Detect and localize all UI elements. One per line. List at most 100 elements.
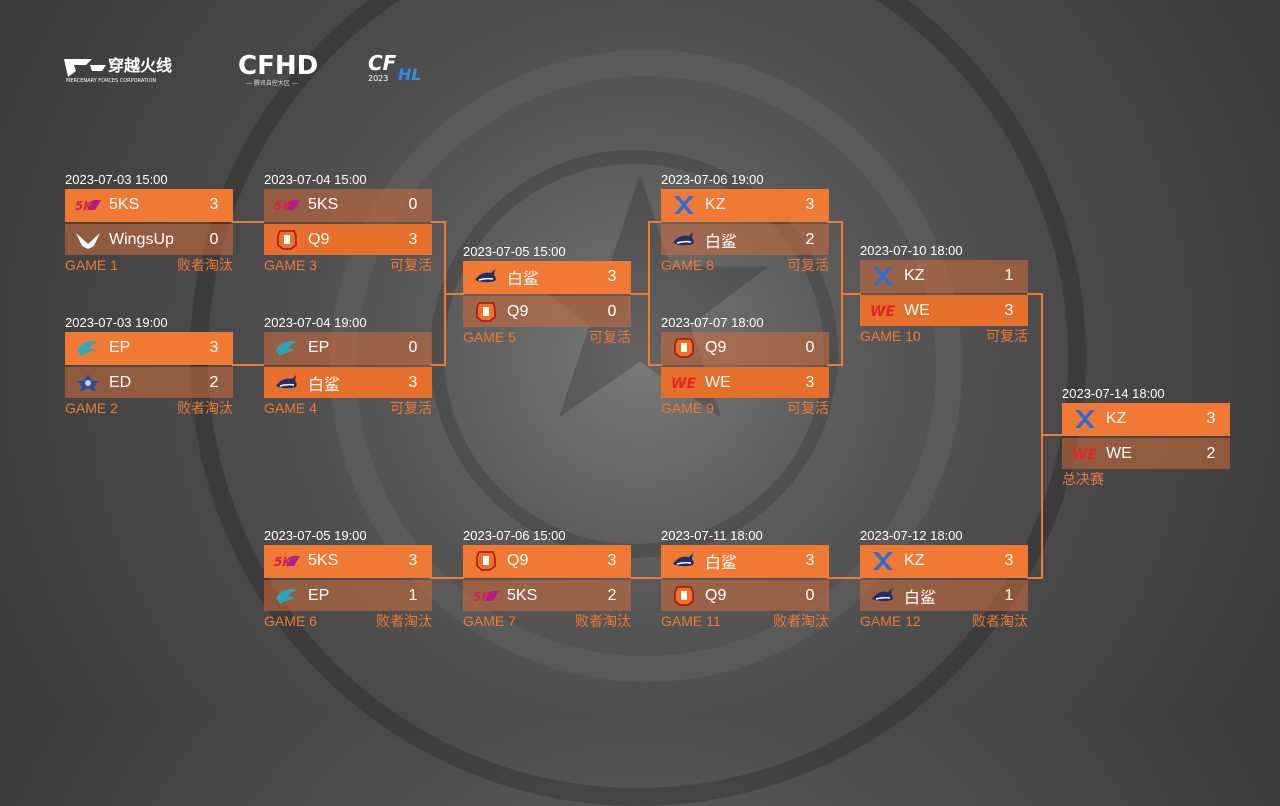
- team-row[interactable]: 5K 5KS 2: [463, 580, 631, 611]
- loser-status: 可复活: [986, 328, 1028, 344]
- team-logo-icon: [671, 551, 697, 571]
- team-name: 白鲨: [904, 589, 937, 607]
- connector-line: [648, 221, 662, 223]
- loser-status: 可复活: [390, 257, 432, 273]
- match-footer: GAME 2 败者淘汰: [65, 399, 233, 417]
- logo1-sub: MERCENARY FORCES CORPORATION: [66, 78, 156, 84]
- loser-status: 败者淘汰: [972, 613, 1028, 629]
- team-row[interactable]: KZ 3: [661, 189, 829, 222]
- team-row[interactable]: Q9 0: [661, 332, 829, 365]
- team-logo-icon: WE: [1072, 444, 1098, 464]
- match-card-game-2[interactable]: 2023-07-03 19:00 EP 3 ED 2 GAME 2 败者淘汰: [65, 315, 233, 417]
- match-date: 2023-07-04 19:00: [264, 315, 367, 330]
- team-row[interactable]: KZ 3: [860, 545, 1028, 578]
- team-score: 0: [805, 586, 815, 604]
- game-label: GAME 7: [463, 613, 516, 629]
- team-score: 3: [607, 267, 617, 285]
- team-logo-icon: [870, 551, 896, 571]
- team-logo-icon: [473, 267, 499, 287]
- team-row[interactable]: Q9 3: [264, 224, 432, 255]
- team-row[interactable]: ED 2: [65, 367, 233, 398]
- team-row[interactable]: WE WE 3: [661, 367, 829, 398]
- connector-line: [1027, 577, 1043, 579]
- team-row[interactable]: 5K 5KS 3: [264, 545, 432, 578]
- loser-status: 可复活: [589, 329, 631, 345]
- loser-status: 可复活: [787, 257, 829, 273]
- team-score: 3: [607, 551, 617, 569]
- team-row[interactable]: KZ 3: [1062, 403, 1230, 436]
- match-card-game-7[interactable]: 2023-07-06 15:00 Q9 3 5K 5KS 2 GAME 7 败者…: [463, 528, 631, 630]
- match-card-game-5[interactable]: 2023-07-05 15:00 白鲨 3 Q9 0 GAME 5 可复活: [463, 244, 631, 346]
- game-label: GAME 9: [661, 400, 714, 416]
- team-row[interactable]: Q9 3: [463, 545, 631, 578]
- match-card-game-10[interactable]: 2023-07-10 18:00 KZ 1 WE WE 3 GAME 10 可复…: [860, 243, 1028, 345]
- team-row[interactable]: KZ 1: [860, 260, 1028, 293]
- match-card-game-4[interactable]: 2023-07-04 19:00 EP 0 白鲨 3 GAME 4 可复活: [264, 315, 432, 417]
- team-row[interactable]: EP 0: [264, 332, 432, 365]
- team-name: 白鲨: [705, 233, 738, 251]
- team-score: 3: [1004, 551, 1014, 569]
- team-row[interactable]: EP 3: [65, 332, 233, 365]
- logo2-sub: — 腾讯自控大区 —: [246, 79, 298, 87]
- team-score: 2: [607, 586, 617, 604]
- match-card-game-3[interactable]: 2023-07-04 15:00 5K 5KS 0 Q9 3 GAME 3 可复…: [264, 172, 432, 274]
- connector-line: [827, 364, 843, 366]
- match-card-game-11[interactable]: 2023-07-11 18:00 白鲨 3 Q9 0 GAME 11 败者淘汰: [661, 528, 829, 630]
- match-footer: GAME 1 败者淘汰: [65, 256, 233, 274]
- team-logo-icon: [274, 338, 300, 358]
- connector-line: [630, 577, 662, 579]
- match-footer: GAME 8 可复活: [661, 256, 829, 274]
- team-row[interactable]: WingsUp 0: [65, 224, 233, 255]
- team-logo-icon: [671, 337, 697, 358]
- team-row[interactable]: Q9 0: [463, 296, 631, 327]
- connector-line: [430, 577, 464, 579]
- connector-line: [232, 221, 264, 223]
- crossfire-logo: 穿越火线 MERCENARY FORCES CORPORATION: [64, 56, 172, 84]
- team-row[interactable]: WE WE 3: [860, 295, 1028, 326]
- team-row[interactable]: 白鲨 3: [264, 367, 432, 398]
- game-label: GAME 2: [65, 400, 118, 416]
- match-footer: GAME 12 败者淘汰: [860, 612, 1028, 630]
- match-date: 2023-07-03 19:00: [65, 315, 168, 330]
- team-row[interactable]: 白鲨 1: [860, 580, 1028, 611]
- connector-line: [648, 221, 650, 366]
- team-row[interactable]: 5K 5KS 0: [264, 189, 432, 222]
- loser-status: 败者淘汰: [177, 400, 233, 416]
- svg-text:WE: WE: [870, 304, 895, 320]
- team-name: WE: [904, 301, 930, 319]
- cfhd-logo: CFHD — 腾讯自控大区 —: [238, 51, 318, 87]
- team-name: 白鲨: [705, 554, 738, 572]
- team-row[interactable]: 5K 5KS 3: [65, 189, 233, 222]
- match-card-game-8[interactable]: 2023-07-06 19:00 KZ 3 白鲨 2 GAME 8 可复活: [661, 172, 829, 274]
- loser-status: 败者淘汰: [773, 613, 829, 629]
- team-row[interactable]: 白鲨 3: [463, 261, 631, 294]
- loser-status: 可复活: [390, 400, 432, 416]
- match-footer: GAME 9 可复活: [661, 399, 829, 417]
- match-card-game-12[interactable]: 2023-07-12 18:00 KZ 3 白鲨 1 GAME 12 败者淘汰: [860, 528, 1028, 630]
- connector-line: [430, 364, 446, 366]
- team-logo-icon: [274, 229, 300, 250]
- team-name: Q9: [308, 230, 330, 248]
- team-row[interactable]: EP 1: [264, 580, 432, 611]
- team-row[interactable]: WE WE 2: [1062, 438, 1230, 469]
- team-row[interactable]: Q9 0: [661, 580, 829, 611]
- team-name: WingsUp: [109, 230, 174, 248]
- team-name: Q9: [507, 302, 529, 320]
- team-score: 2: [805, 230, 815, 248]
- team-row[interactable]: 白鲨 2: [661, 224, 829, 255]
- team-name: 白鲨: [507, 270, 540, 288]
- team-score: 0: [607, 302, 617, 320]
- match-footer: GAME 5 可复活: [463, 328, 631, 346]
- team-logo-icon: WE: [870, 301, 896, 321]
- team-name: 5KS: [109, 195, 140, 213]
- match-card-game-6[interactable]: 2023-07-05 19:00 5K 5KS 3 EP 1 GAME 6 败者…: [264, 528, 432, 630]
- match-card-game-1[interactable]: 2023-07-03 15:00 5K 5KS 3 WingsUp 0 GAME…: [65, 172, 233, 274]
- team-score: 3: [408, 230, 418, 248]
- team-score: 1: [1004, 586, 1014, 604]
- match-card-final[interactable]: 2023-07-14 18:00 KZ 3 WE WE 2 总决赛: [1062, 386, 1230, 488]
- team-row[interactable]: 白鲨 3: [661, 545, 829, 578]
- match-footer: 总决赛: [1062, 470, 1230, 488]
- match-card-game-9[interactable]: 2023-07-07 18:00 Q9 0 WE WE 3 GAME 9 可复活: [661, 315, 829, 417]
- connector-line: [1041, 434, 1063, 436]
- team-logo-icon: 5K: [75, 195, 101, 215]
